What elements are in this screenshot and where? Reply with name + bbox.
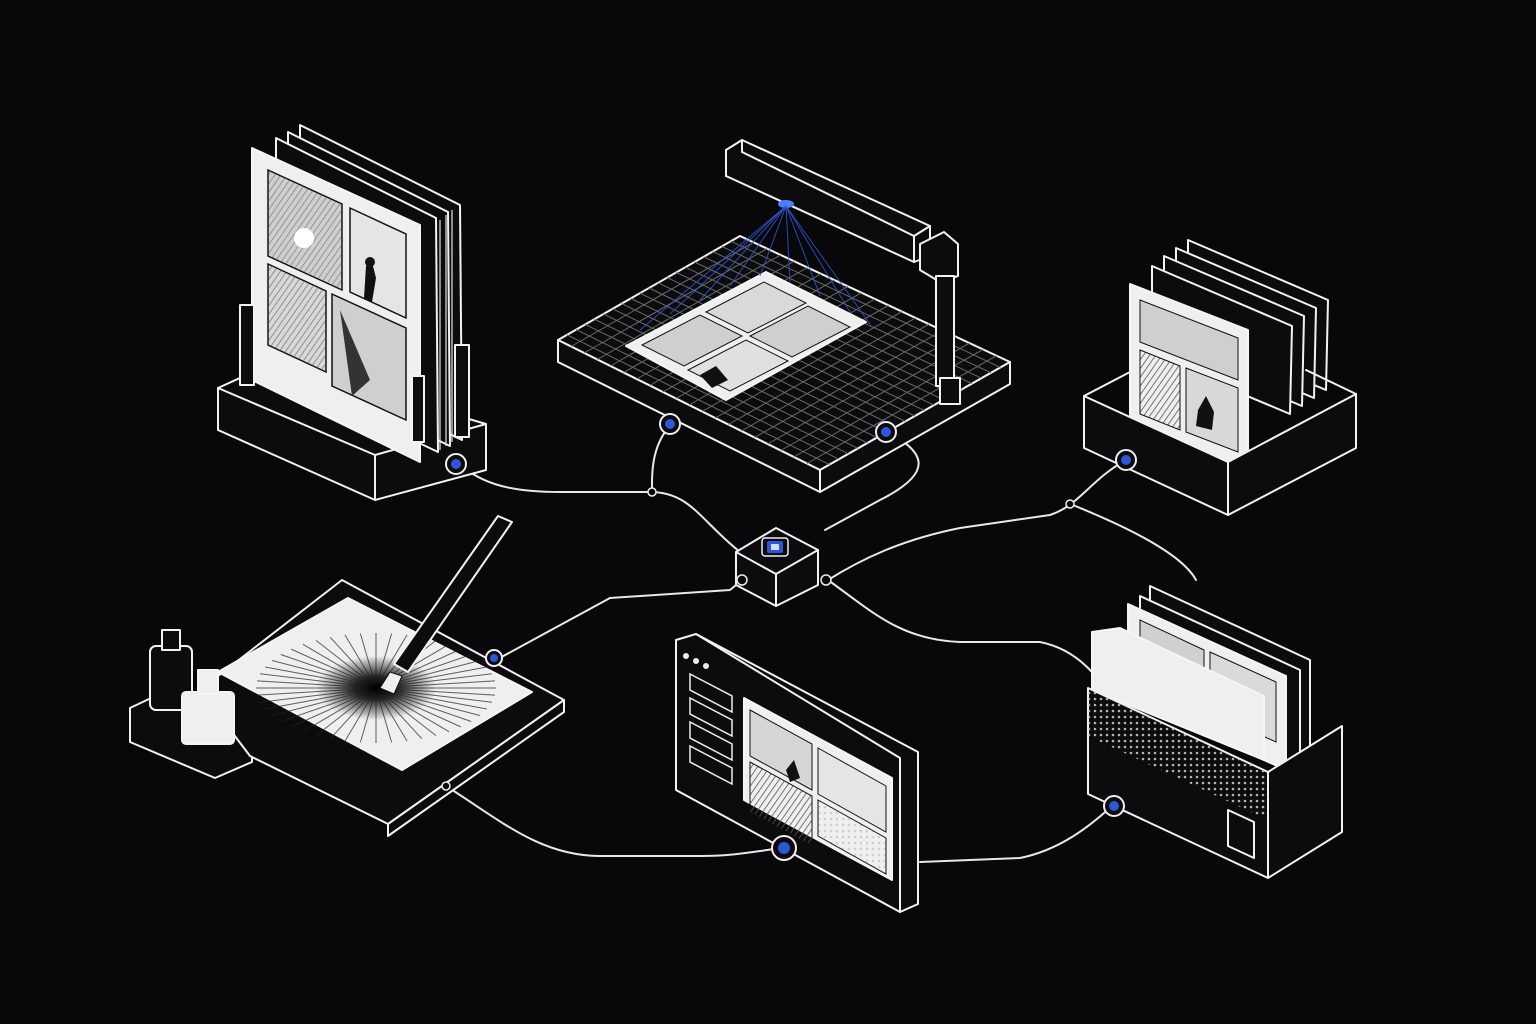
port-folder[interactable] xyxy=(1103,795,1125,817)
port-tablet[interactable] xyxy=(485,649,503,667)
port-crate[interactable] xyxy=(1115,449,1137,471)
port-monitor[interactable] xyxy=(771,835,797,861)
scanned-page xyxy=(625,271,867,401)
folder-archive[interactable] xyxy=(1087,585,1343,879)
drawing-tablet[interactable] xyxy=(129,515,565,837)
port-stand[interactable] xyxy=(445,453,467,475)
port-scanner-right[interactable] xyxy=(875,421,897,443)
monitor-sidebar xyxy=(689,672,733,786)
central-hub[interactable] xyxy=(735,527,832,607)
figure-silhouette xyxy=(364,262,376,302)
wire-crate-to-hub xyxy=(827,459,1127,581)
wire-scanner-left-to-hub xyxy=(650,427,669,493)
comic-page-stand[interactable] xyxy=(217,124,487,501)
scanner-beams xyxy=(639,205,871,331)
wire-hub-to-folder xyxy=(827,579,1113,701)
ink-bottle-white-icon xyxy=(181,691,235,745)
page-crate-top-right[interactable] xyxy=(1083,239,1357,516)
wire-monitor-to-folder xyxy=(919,805,1113,863)
paint-brush-icon xyxy=(393,515,513,673)
layout-monitor[interactable] xyxy=(675,633,919,913)
wire-hub-to-folder-side xyxy=(1067,502,1197,581)
wire-stand-to-hub xyxy=(457,463,741,553)
port-scanner-left[interactable] xyxy=(659,413,681,435)
wire-tablet-to-monitor xyxy=(445,785,785,857)
overhead-scanner[interactable] xyxy=(557,139,1011,493)
